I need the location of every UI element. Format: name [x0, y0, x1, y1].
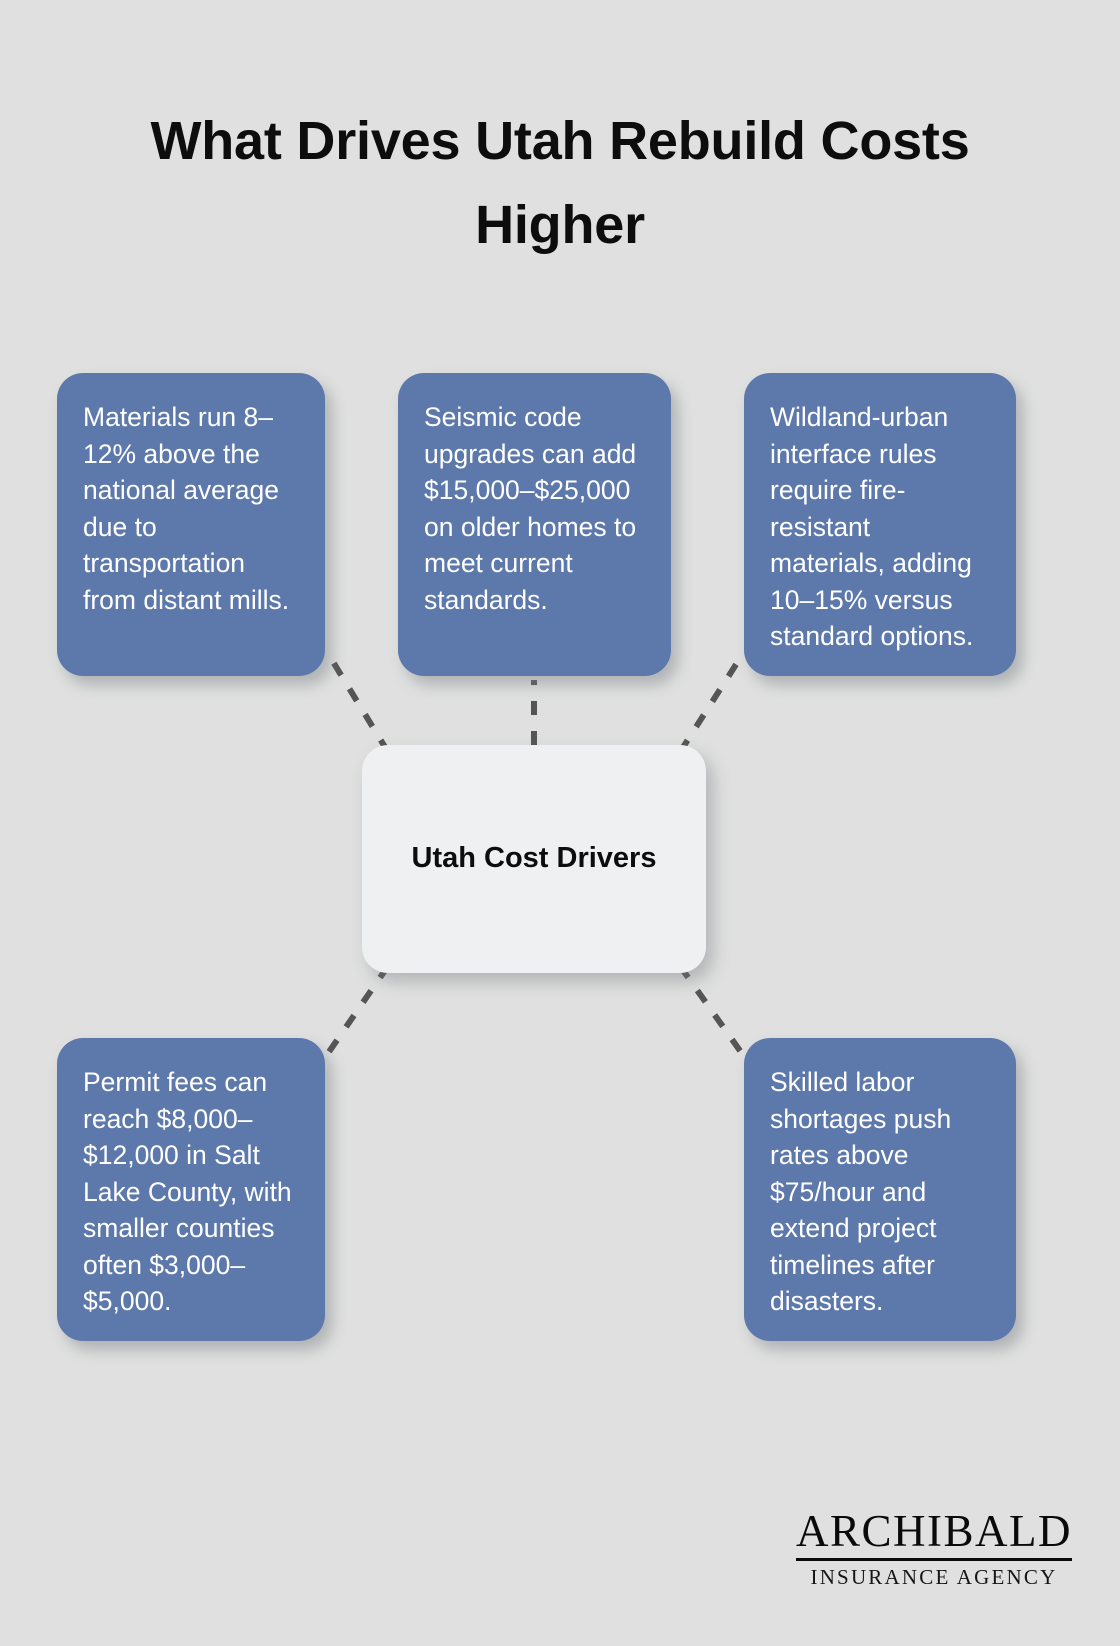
brand-logo: ARCHIBALD INSURANCE AGENCY — [795, 1506, 1072, 1590]
node-card-permits[interactable]: Permit fees can reach $8,000–$12,000 in … — [57, 1038, 325, 1341]
page-title: What Drives Utah Rebuild Costs Higher — [150, 111, 970, 255]
node-card-wildland[interactable]: Wildland-urban interface rules require f… — [744, 373, 1016, 676]
center-node-label: Utah Cost Drivers — [411, 842, 657, 875]
center-node[interactable]: Utah Cost Drivers — [362, 745, 706, 973]
connector-center-to-labor — [677, 964, 751, 1064]
connector-center-to-materials — [324, 650, 391, 754]
logo-wordmark: ARCHIBALD — [795, 1506, 1072, 1556]
node-card-seismic[interactable]: Seismic code upgrades can add $15,000–$2… — [398, 373, 671, 676]
node-card-materials[interactable]: Materials run 8–12% above the national a… — [57, 373, 325, 676]
connector-center-to-permits — [319, 964, 391, 1064]
logo-divider — [795, 1558, 1072, 1561]
connector-center-to-wildland — [677, 650, 747, 754]
logo-tagline: INSURANCE AGENCY — [810, 1565, 1058, 1589]
node-card-labor[interactable]: Skilled labor shortages push rates above… — [744, 1038, 1016, 1341]
